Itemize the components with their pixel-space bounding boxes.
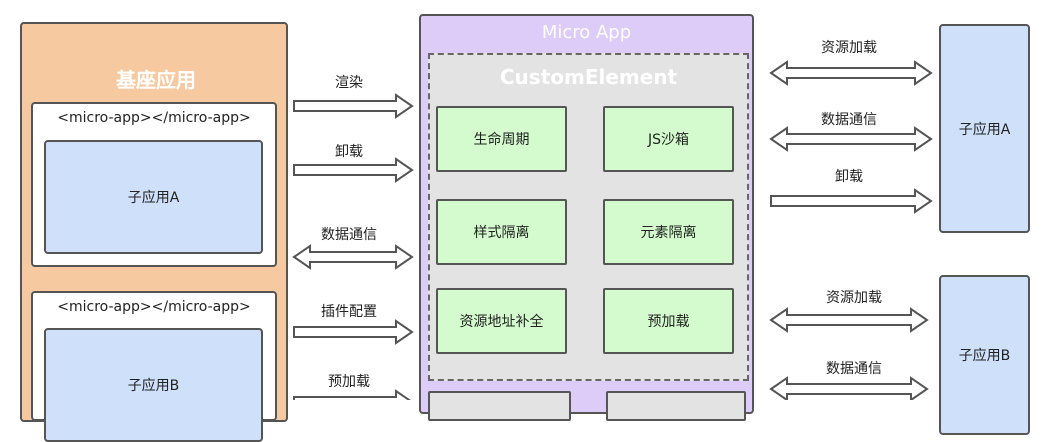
lower-box-left — [428, 391, 571, 421]
micro-app-tag-label: <micro-app></micro-app> — [57, 110, 251, 126]
arrow-label-preload: 预加载 — [328, 374, 370, 390]
left-arrow-2 — [292, 244, 414, 270]
right-sub-app-a: 子应用A — [939, 24, 1030, 233]
arrow-label-data-comm-a: 数据通信 — [821, 112, 877, 128]
arrow-label-resource-load-a: 资源加载 — [821, 40, 877, 56]
left-arrow-3 — [293, 319, 414, 345]
feature-lifecycle: 生命周期 — [436, 106, 567, 172]
arrow-label-render: 渲染 — [335, 75, 363, 91]
arrow-label-data-comm: 数据通信 — [321, 227, 377, 243]
right-arrow-b-0 — [769, 307, 929, 333]
arrow-label-resource-load-b: 资源加载 — [826, 290, 882, 306]
sub-app-b-box: 子应用B — [44, 328, 263, 442]
right-arrow-b-1 — [769, 376, 929, 400]
arrows-layer — [292, 60, 933, 400]
right-arrow-a-2 — [770, 188, 933, 214]
sub-app-a-box: 子应用A — [44, 140, 263, 254]
right-arrow-a-0 — [769, 60, 933, 86]
feature-resource-path-completion: 资源地址补全 — [436, 288, 567, 354]
arrow-label-unload: 卸载 — [335, 144, 363, 160]
micro-app-tag-label: <micro-app></micro-app> — [57, 299, 251, 315]
left-arrow-4 — [293, 389, 411, 400]
lower-box-right — [606, 391, 746, 421]
feature-style-isolation: 样式隔离 — [436, 199, 567, 265]
arrow-label-plugin-config: 插件配置 — [321, 304, 377, 320]
feature-element-isolation: 元素隔离 — [603, 199, 734, 265]
right-arrow-a-1 — [769, 126, 933, 152]
left-arrow-0 — [293, 93, 414, 119]
feature-js-sandbox: JS沙箱 — [603, 106, 734, 172]
arrow-label-data-comm-b: 数据通信 — [826, 361, 882, 377]
left-arrow-1 — [293, 157, 414, 183]
custom-element-title: CustomElement — [499, 65, 678, 89]
feature-preload: 预加载 — [603, 288, 734, 354]
micro-app-title: Micro App — [541, 22, 632, 43]
base-app-title: 基座应用 — [116, 68, 196, 92]
right-sub-app-b: 子应用B — [939, 275, 1030, 435]
arrow-label-unload-a: 卸载 — [835, 169, 863, 185]
